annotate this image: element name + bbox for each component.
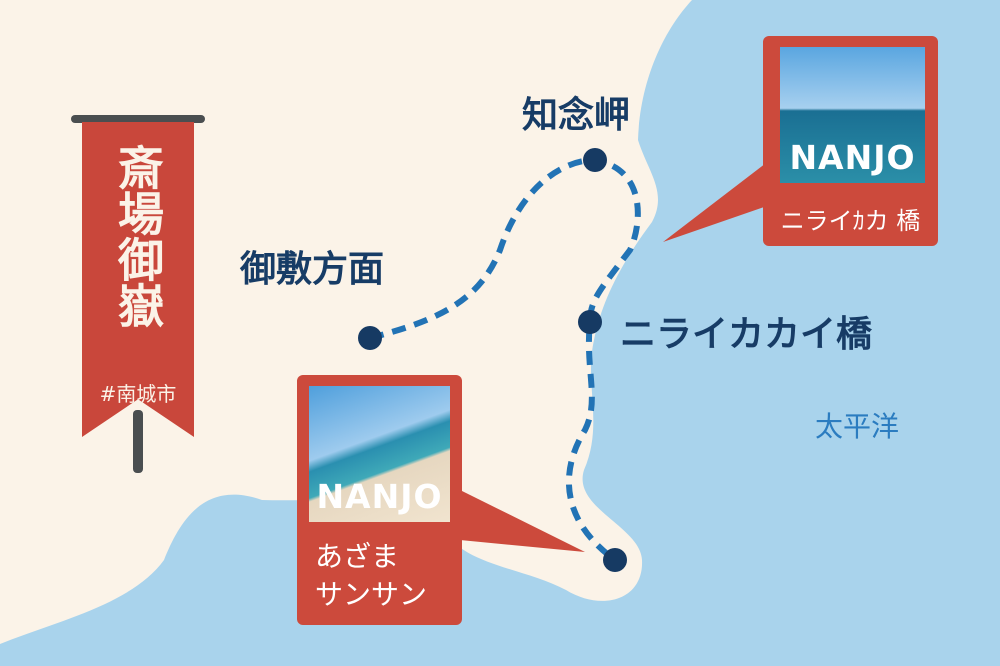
photo-card-beach[interactable]: NANJO あざま サンサン: [297, 375, 462, 625]
beach-photo: NANJO: [309, 386, 450, 522]
card-caption-line2: サンサン: [315, 578, 428, 611]
photo-card-bridge[interactable]: NANJO ニライｶカ 橋: [763, 36, 938, 246]
sea-photo: NANJO: [780, 47, 925, 183]
card-pointer: [460, 490, 585, 552]
marker-beach[interactable]: [603, 548, 627, 572]
label-bridge: ニライカカイ橋: [620, 314, 873, 355]
card-pointer: [663, 160, 770, 242]
card-brand: NANJO: [789, 138, 916, 177]
banner-flag: 斎場御嶽 #南城市: [82, 122, 194, 437]
label-cape: 知念岬: [522, 95, 631, 136]
route-line: [369, 156, 641, 563]
card-caption: ニライｶカ 橋: [780, 207, 921, 235]
card-caption-line1: あざま: [315, 540, 400, 573]
banner-pole-top: [71, 115, 205, 123]
marker-bridge[interactable]: [578, 310, 602, 334]
label-ocean: 太平洋: [815, 410, 900, 443]
label-direction: 御敷方面: [240, 249, 385, 290]
card-brand: NANJO: [316, 477, 443, 516]
banner-pole: [133, 410, 143, 473]
marker-direction[interactable]: [358, 326, 382, 350]
marker-cape[interactable]: [583, 148, 607, 172]
banner-title: 斎場御嶽: [111, 144, 165, 328]
